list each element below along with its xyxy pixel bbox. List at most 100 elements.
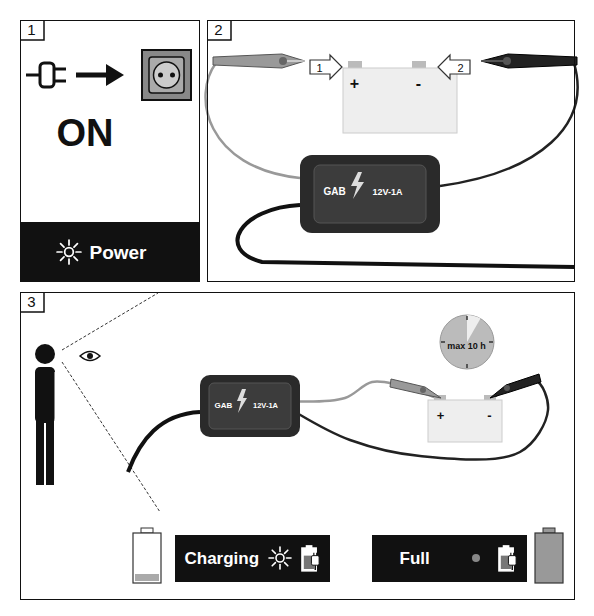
socket-icon [170, 73, 175, 78]
timer-clock [440, 315, 494, 369]
text-slot: Power [90, 242, 147, 261]
arrow-callout [438, 55, 470, 79]
arrow-callout: 2 [438, 55, 470, 79]
battery-plug-icon [302, 545, 516, 571]
step-number: 2 [214, 22, 222, 37]
battery-box-text: + [437, 409, 445, 422]
charging-light [269, 547, 291, 569]
step-number: 1 [27, 22, 35, 37]
plug-icon [40, 63, 54, 87]
red-clamp [420, 387, 426, 393]
status-box-text: Charging [185, 549, 260, 566]
person-figure [46, 418, 54, 485]
arrow-symbol [106, 64, 124, 86]
charger-box-text: GAB [215, 402, 233, 410]
sight-lines [62, 293, 160, 512]
battery-box-text: - [416, 76, 421, 92]
arrow-callout: 1 [310, 55, 342, 79]
text-slot: 12V-1A [253, 395, 278, 411]
power-light [57, 240, 81, 264]
off-light [472, 554, 480, 562]
status-box: Full [372, 535, 527, 582]
charger-body [351, 172, 364, 199]
battery-box: +- [428, 400, 502, 442]
charger-body [300, 155, 440, 233]
timer-clock [466, 316, 468, 320]
power-light [57, 240, 81, 264]
black-clamp [490, 374, 541, 398]
charger-box: GAB 12V-1A [200, 375, 300, 437]
text-slot: + [350, 76, 359, 92]
text-slot: GAB [323, 182, 345, 198]
label-slot: ON [57, 114, 114, 152]
text-slot: - [416, 76, 421, 92]
power-band-ground [20, 222, 200, 282]
empty-battery [133, 533, 161, 583]
arrow-callout [310, 55, 342, 79]
text-slot: Full [400, 549, 430, 566]
status-box-ground [175, 535, 330, 582]
number-tab [20, 20, 44, 40]
battery [343, 61, 457, 133]
arrow-symbol [76, 64, 124, 86]
red-clamp [390, 379, 441, 398]
timer-clock [489, 341, 493, 343]
power-band: Power [20, 222, 200, 282]
timer-clock [467, 315, 481, 342]
number-tab [20, 20, 44, 40]
black-cable [440, 63, 578, 186]
empty-battery [141, 528, 153, 533]
charger-body [300, 155, 440, 233]
red-clamp [279, 57, 287, 65]
socket-icon [154, 62, 180, 88]
charger-box-text: GAB [323, 187, 345, 197]
timer-clock-text: max 10 h [447, 342, 486, 351]
charger-body [200, 375, 300, 437]
status-box-ground [372, 535, 527, 582]
timer-clock [441, 341, 445, 343]
black-clamp [481, 54, 577, 68]
text-slot: + [437, 407, 445, 423]
eye-symbol [87, 353, 93, 359]
full-battery [543, 528, 555, 533]
red-cable [206, 63, 300, 178]
battery [428, 395, 502, 442]
person-figure [36, 418, 44, 485]
socket-icon [158, 73, 163, 78]
charging-light [269, 547, 291, 569]
battery [428, 400, 502, 442]
battery-plug-icon [499, 545, 516, 571]
status-box-ground [175, 535, 527, 582]
black-clamp [481, 54, 577, 68]
black-clamp [490, 374, 541, 398]
text-slot: 1 [316, 59, 322, 75]
number-tab [207, 20, 231, 40]
arrow-callout-text: 1 [316, 63, 322, 74]
power-band-text: Power [90, 242, 147, 261]
socket-icon [142, 50, 191, 100]
text-slot: 12V-1A [372, 182, 402, 198]
red-cable [206, 63, 300, 178]
battery [348, 61, 362, 68]
black-clamp [503, 57, 511, 65]
timer-clock [440, 315, 494, 369]
power-cord [128, 412, 200, 472]
eye-symbol [80, 352, 100, 361]
text-slot: Charging [185, 549, 260, 566]
full-battery [535, 533, 563, 583]
sight-lines [62, 293, 158, 350]
charger-body [237, 389, 247, 413]
power-band-ground [20, 222, 200, 282]
empty-battery [135, 574, 159, 581]
step-panel: max 10 hGAB12V-1A+-ChargingFull3 [20, 292, 575, 600]
red-clamp [284, 61, 305, 62]
socket-icon [149, 57, 184, 93]
full-battery [535, 528, 563, 583]
number-tab [20, 292, 44, 312]
text-slot: 2 [457, 59, 463, 75]
red-clamp [213, 54, 305, 68]
step-panel: + - 1 2GAB 12V-1A 2 [207, 20, 575, 282]
empty-battery [133, 528, 161, 583]
person-figure [35, 367, 55, 423]
